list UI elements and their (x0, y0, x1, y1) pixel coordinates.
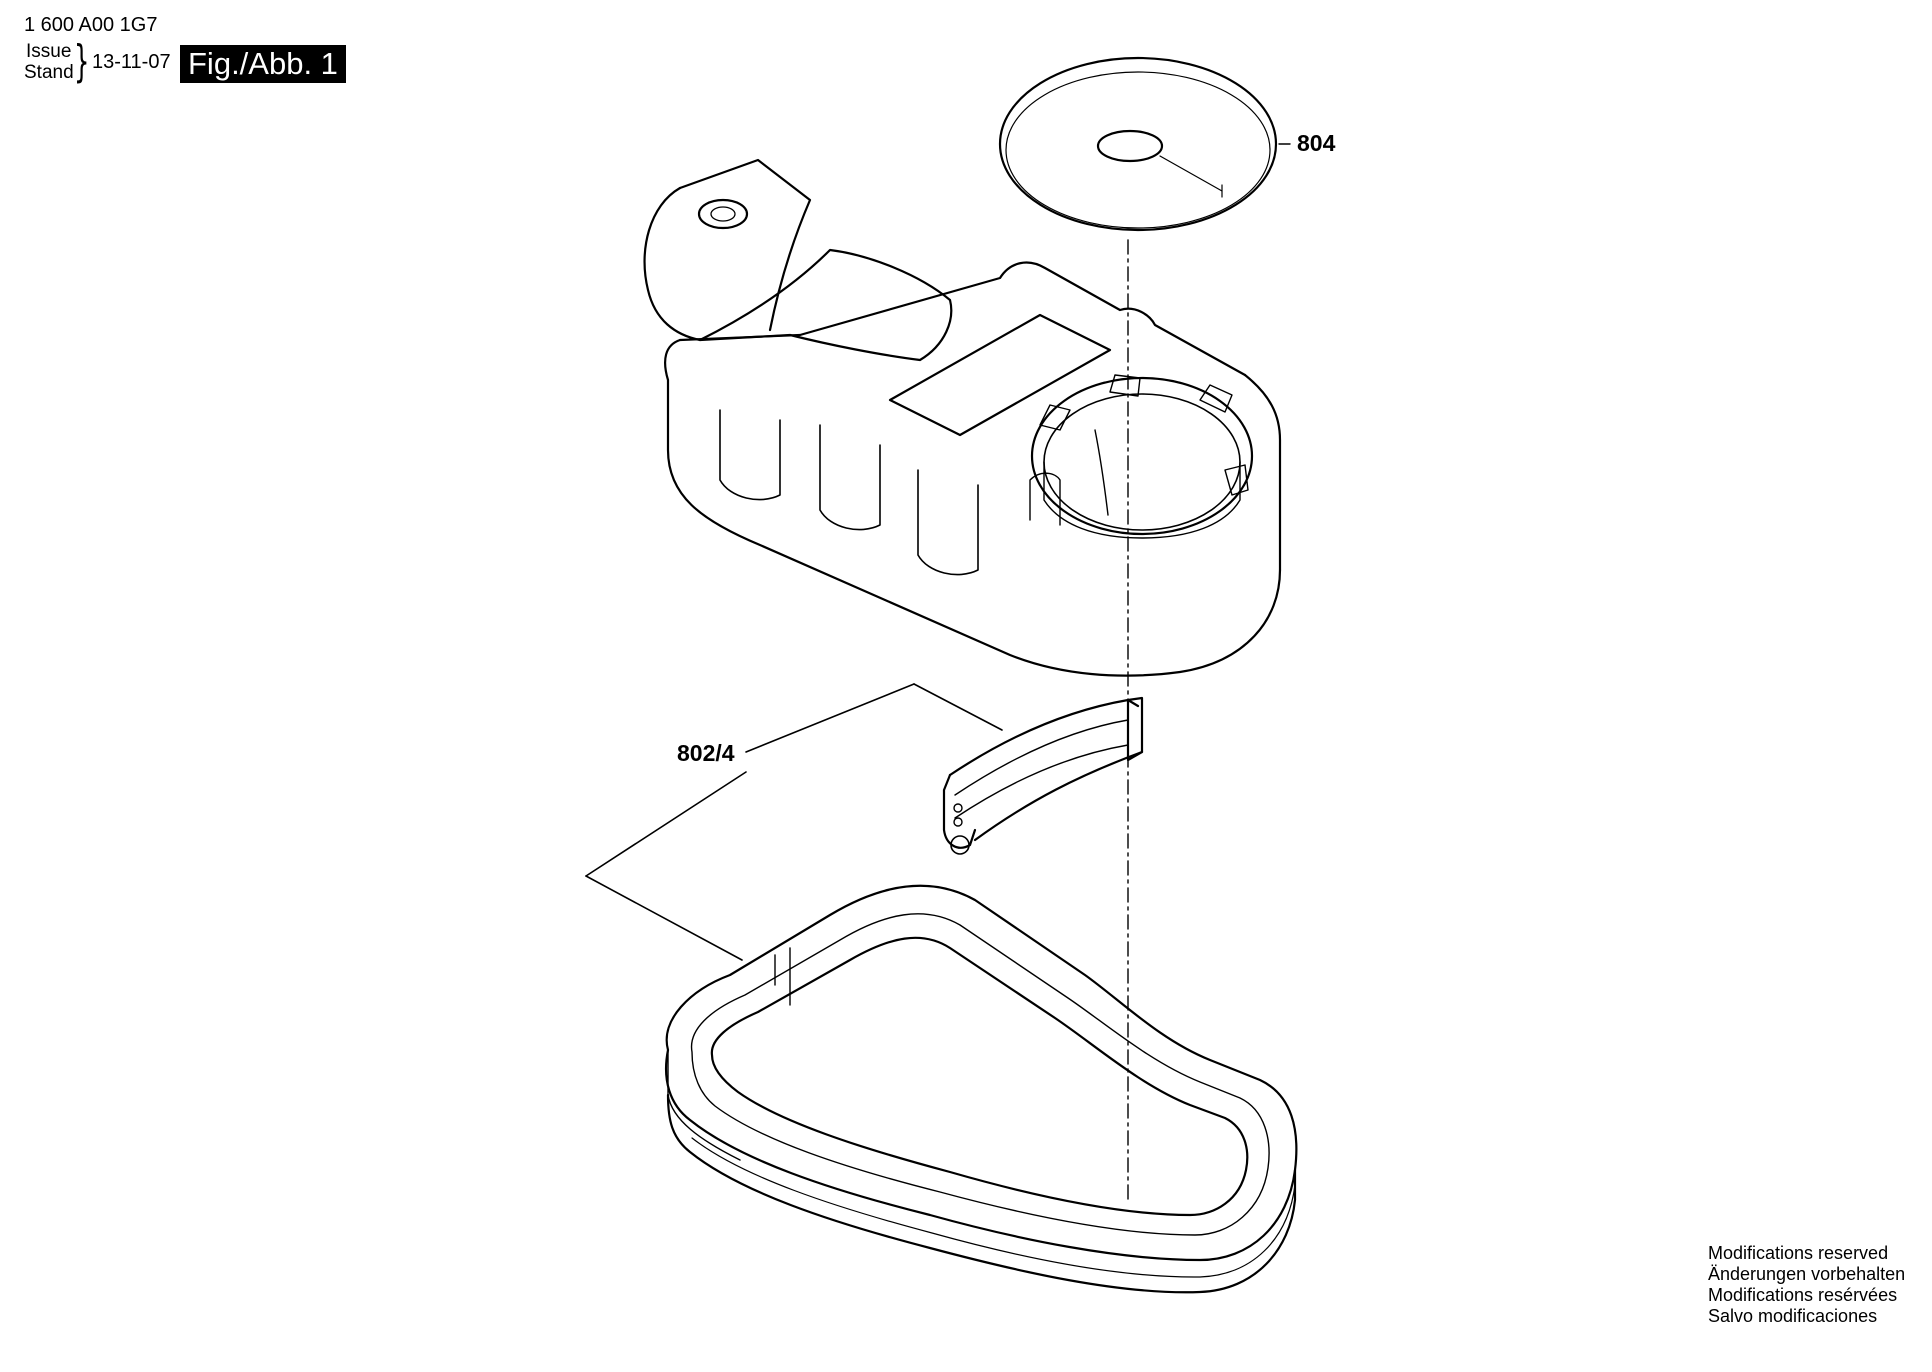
callout-804: 804 (1297, 130, 1336, 156)
figure-label: Fig./Abb. 1 (180, 45, 346, 83)
part-802-4-base-seal (664, 884, 1298, 1294)
note-line: Modifications resérvées (1708, 1285, 1898, 1305)
issue-label: Issue (26, 41, 72, 62)
note-line: Modifications reserved (1708, 1243, 1889, 1263)
leader-lines (585, 683, 1003, 961)
note-line: Änderungen vorbehalten (1708, 1264, 1906, 1284)
stand-label: Stand (24, 62, 74, 83)
brace-symbol: } (74, 36, 90, 87)
modifications-notice: Modifications reserved Änderungen vorbeh… (1708, 1243, 1905, 1327)
callout-802-4: 802/4 (677, 740, 735, 766)
part-804-disc (998, 56, 1291, 232)
dust-extraction-housing (643, 158, 1282, 677)
note-line: Salvo modificaciones (1708, 1306, 1878, 1326)
issue-date: 13-11-07 (92, 51, 171, 73)
part-number: 1 600 A00 1G7 (24, 14, 158, 36)
part-802-4-seal-segment (942, 696, 1144, 855)
